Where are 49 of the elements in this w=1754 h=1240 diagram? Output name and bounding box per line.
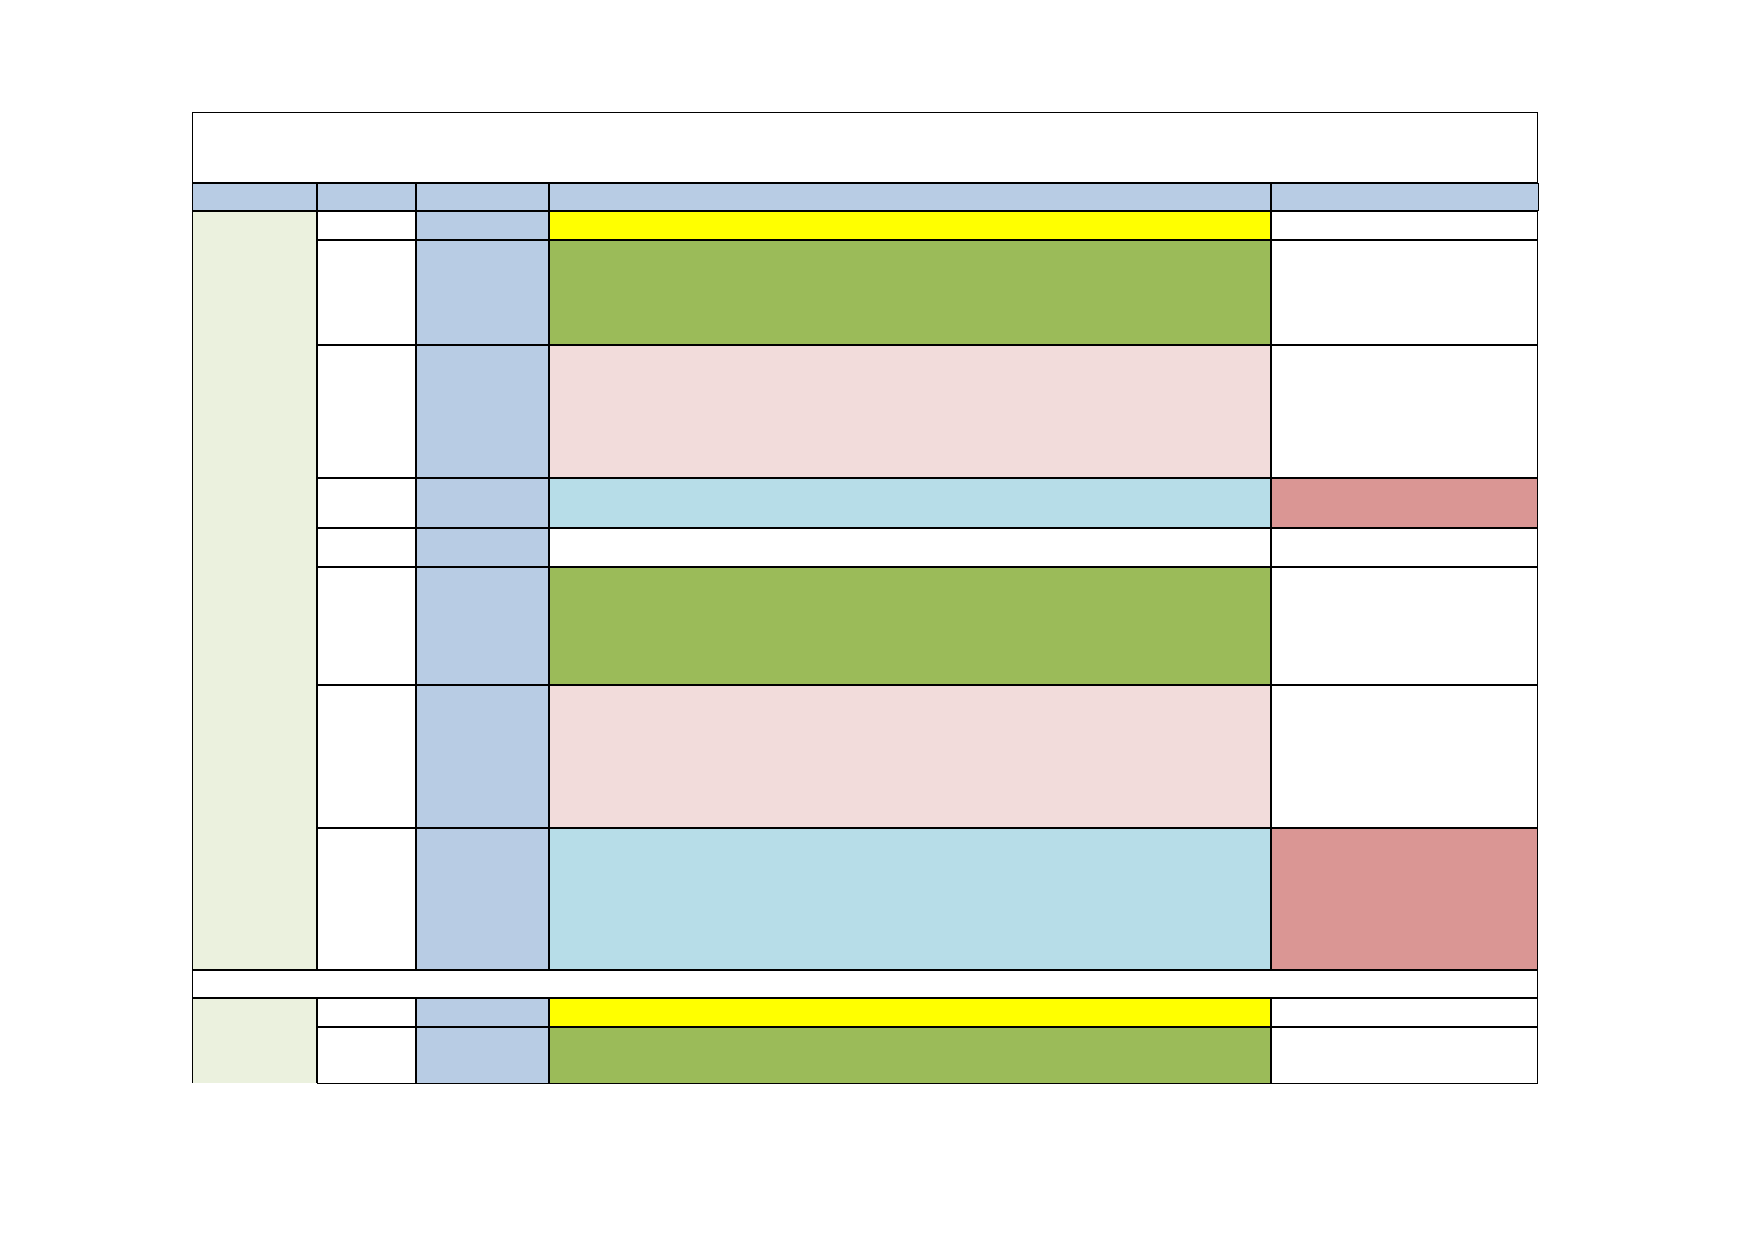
- table-cell: [549, 567, 1271, 685]
- table-cell: [1271, 998, 1538, 1027]
- table-cell: [549, 998, 1271, 1027]
- table-cell: [416, 828, 549, 970]
- table-cell: [549, 478, 1271, 528]
- table-cell: [416, 240, 549, 345]
- table-cell: [1271, 345, 1538, 478]
- table-cell: [416, 685, 549, 828]
- table-cell: [416, 478, 549, 528]
- table-cell: [317, 998, 416, 1027]
- group-cell: [192, 998, 317, 1083]
- header-cell: [1271, 183, 1539, 211]
- table-cell: [317, 685, 416, 828]
- table-cell: [549, 685, 1271, 828]
- table-cell: [549, 211, 1271, 240]
- title-cell: [192, 112, 1538, 183]
- table-cell: [317, 345, 416, 478]
- header-cell: [317, 183, 416, 211]
- table-cell: [317, 211, 416, 240]
- table-cell: [317, 1027, 416, 1084]
- header-cell: [416, 183, 549, 211]
- table-cell: [317, 478, 416, 528]
- table-cell: [317, 240, 416, 345]
- table-cell: [549, 345, 1271, 478]
- table-cell: [1271, 240, 1538, 345]
- table-cell: [1271, 211, 1538, 240]
- header-cell: [549, 183, 1271, 211]
- table-cell: [1271, 685, 1538, 828]
- table-cell: [1271, 567, 1538, 685]
- table-cell: [317, 528, 416, 567]
- table-cell: [1271, 1027, 1538, 1084]
- table-cell: [317, 828, 416, 970]
- table-cell: [317, 567, 416, 685]
- table-cell: [549, 528, 1271, 567]
- group-cell: [192, 211, 317, 970]
- table-cell: [1271, 828, 1538, 970]
- separator-row: [192, 970, 1538, 998]
- table-cell: [416, 345, 549, 478]
- table-cell: [549, 240, 1271, 345]
- table-cell: [416, 211, 549, 240]
- header-cell: [192, 183, 317, 211]
- table-cell: [416, 998, 549, 1027]
- table-cell: [416, 1027, 549, 1084]
- table-cell: [1271, 528, 1538, 567]
- table-cell: [416, 567, 549, 685]
- table-cell: [549, 1027, 1271, 1084]
- table-cell: [549, 828, 1271, 970]
- table-cell: [1271, 478, 1538, 528]
- table-cell: [416, 528, 549, 567]
